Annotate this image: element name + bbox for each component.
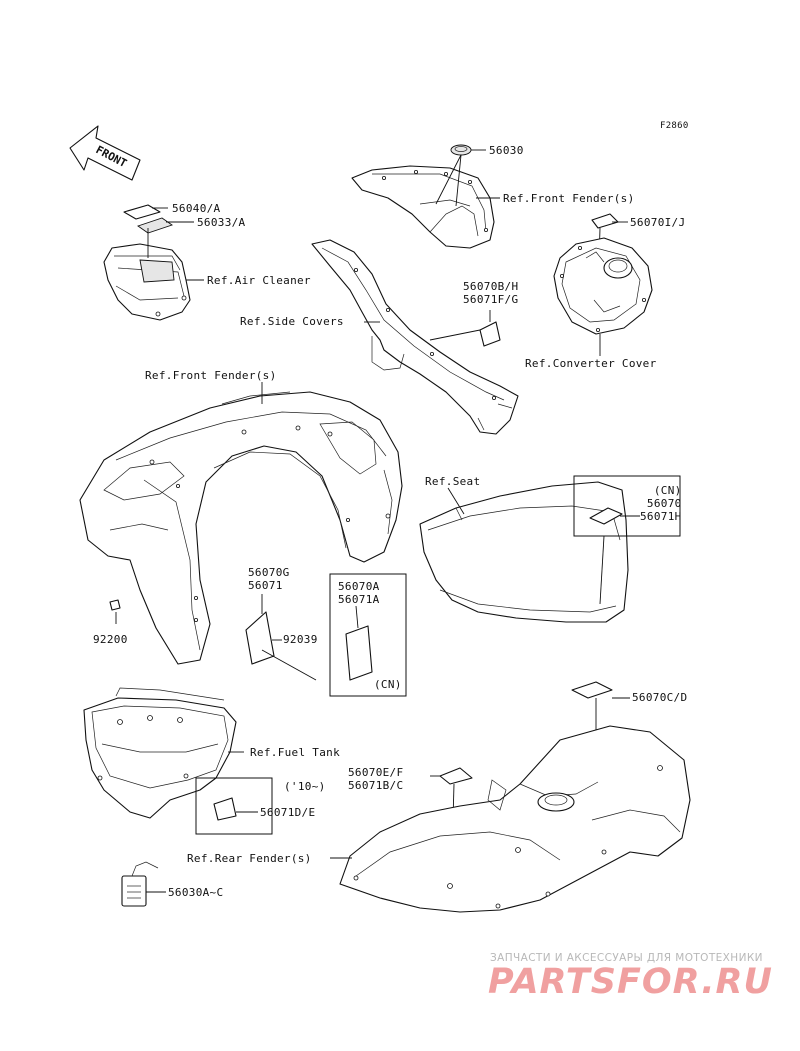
label-56070bh: 56070B/H 56071F/G xyxy=(463,280,518,306)
label-56033: 56033/A xyxy=(197,216,246,229)
label-cn-box-right: (CN) 56070 56071H xyxy=(640,484,682,523)
label-92200: 92200 xyxy=(93,633,128,646)
label-ref-seat: Ref.Seat xyxy=(425,475,481,488)
bolt-92200-drawing xyxy=(109,599,121,611)
label-56070g: 56070G 56071 xyxy=(248,566,290,592)
label-92039: 92039 xyxy=(283,633,318,646)
front-arrow-icon: FRONT xyxy=(69,125,141,181)
label-56070a-line1: 56070A xyxy=(338,580,380,593)
label-ref-rear-fender: Ref.Rear Fender(s) xyxy=(187,852,312,865)
label-ref-front-fender-top: Ref.Front Fender(s) xyxy=(503,192,635,205)
label-56070g-line2: 56071 xyxy=(248,579,283,592)
label-56070ij: 56070I/J xyxy=(630,216,686,229)
rear-fender-drawing xyxy=(339,725,691,913)
front-fender-upper-drawing xyxy=(351,165,495,249)
figure-code: F2860 xyxy=(660,121,689,131)
label-year-10: ('10~) xyxy=(284,780,326,793)
label-56070a: 56070A 56071A xyxy=(338,580,380,606)
label-56070ef: 56070E/F 56071B/C xyxy=(348,766,403,792)
decal-56040-drawing xyxy=(123,204,173,234)
label-ref-air-cleaner: Ref.Air Cleaner xyxy=(207,274,311,287)
label-56030ac: 56030A~C xyxy=(168,886,224,899)
watermark-tagline: ЗАПЧАСТИ И АКСЕССУАРЫ ДЛЯ МОТОТЕХНИКИ xyxy=(490,952,763,964)
side-cover-drawing xyxy=(311,239,519,435)
label-ref-side-covers: Ref.Side Covers xyxy=(240,315,344,328)
seat-drawing xyxy=(419,481,629,623)
label-56071de: 56071D/E xyxy=(260,806,316,819)
fuel-tank-drawing xyxy=(83,687,237,819)
cn-right-line1: 56070 xyxy=(646,497,682,510)
label-56030: 56030 xyxy=(489,144,524,157)
air-cleaner-drawing xyxy=(103,243,191,321)
label-ref-fuel-tank: Ref.Fuel Tank xyxy=(250,746,340,759)
label-ref-converter-cover: Ref.Converter Cover xyxy=(525,357,657,370)
label-cn-box-mid: (CN) xyxy=(374,678,402,691)
label-56070ef-line2: 56071B/C xyxy=(348,779,404,792)
converter-cover-drawing xyxy=(553,237,653,335)
label-ref-front-fender-main: Ref.Front Fender(s) xyxy=(145,369,277,382)
label-56070g-line1: 56070G xyxy=(248,566,290,579)
label-56040: 56040/A xyxy=(172,202,221,215)
front-fender-main-drawing xyxy=(79,391,403,665)
cn-right-tag: (CN) xyxy=(653,484,682,497)
label-56070bh-line1: 56070B/H xyxy=(463,280,519,293)
tag-56030-drawing xyxy=(121,861,159,907)
label-56070a-line2: 56071A xyxy=(338,593,380,606)
label-56070cd: 56070C/D xyxy=(632,691,688,704)
cn-right-line2: 56071H xyxy=(640,510,682,523)
watermark-logo: PARTSFOR.RU xyxy=(488,962,773,1002)
label-56070bh-line2: 56071F/G xyxy=(463,293,519,306)
cap-56030-drawing xyxy=(450,144,472,156)
label-56070ef-line1: 56070E/F xyxy=(348,766,404,779)
